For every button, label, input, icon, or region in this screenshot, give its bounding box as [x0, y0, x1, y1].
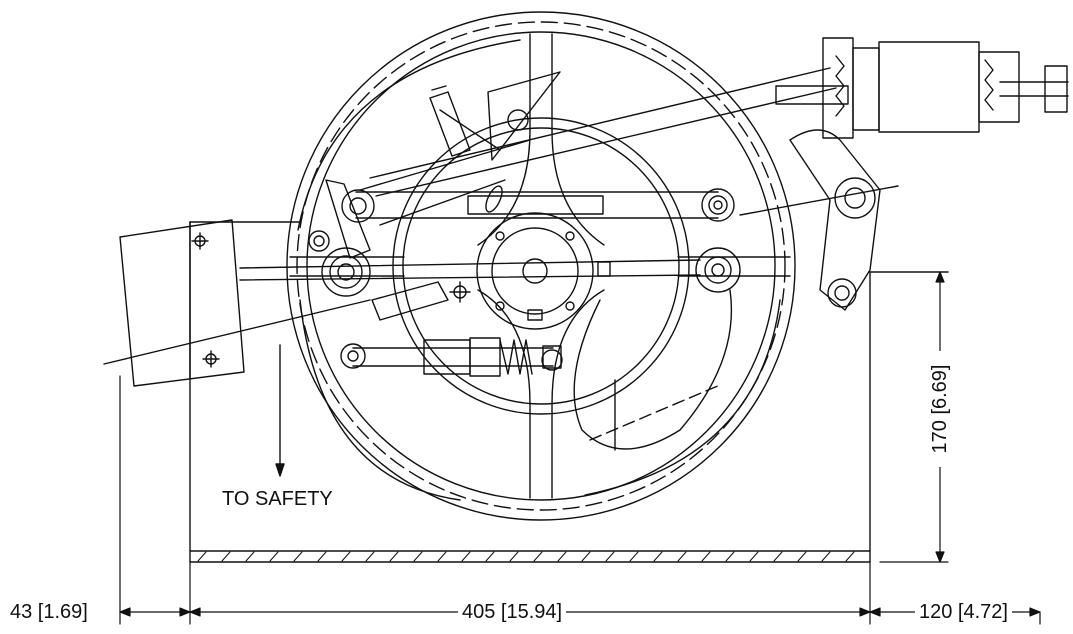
dimension-left-label: 43 [1.69]	[6, 601, 92, 623]
governor-sheave	[286, 11, 796, 521]
flyweight-linkage	[239, 185, 719, 281]
to-safety-label: TO SAFETY	[222, 488, 333, 510]
pivot-pins	[308, 109, 876, 371]
left-mounting-plate	[103, 219, 371, 387]
dimension-lines	[119, 271, 1041, 625]
to-safety-arrow	[275, 344, 285, 477]
dimension-right-label: 120 [4.72]	[915, 601, 1012, 623]
sheave-hub	[476, 212, 611, 330]
sheave-spokes	[289, 33, 791, 501]
lower-spring-assembly	[352, 337, 562, 377]
dimension-center-label: 405 [15.94]	[458, 601, 567, 623]
base-plate-hatching	[197, 551, 855, 562]
dimension-height-label: 170 [6.69]	[929, 351, 951, 467]
right-pivot-arm	[739, 129, 899, 311]
base-frame	[189, 221, 949, 563]
cam-slot	[573, 289, 733, 451]
upper-adjusting-bracket	[359, 71, 561, 226]
tension-cylinder	[369, 37, 1069, 197]
trip-mechanism	[325, 179, 471, 321]
